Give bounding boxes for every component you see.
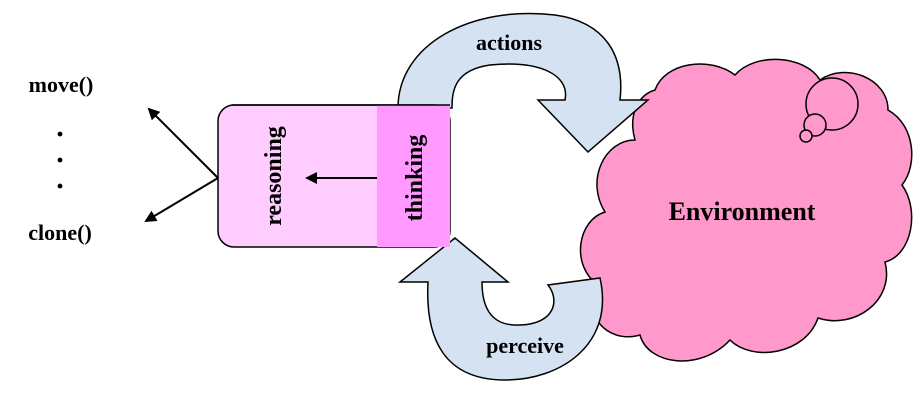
agent-box: reasoning thinking — [217, 104, 451, 248]
perceive-label: perceive — [486, 333, 564, 358]
thought-bubble-small — [799, 129, 813, 143]
thinking-label: thinking — [402, 135, 428, 222]
perceive-arrow: perceive — [397, 237, 604, 381]
move-label: move() — [29, 72, 94, 97]
thinking-panel — [377, 105, 450, 247]
reasoning-label: reasoning — [261, 126, 287, 226]
actions-arrow-shape — [397, 12, 651, 154]
to-move-arrow — [147, 107, 219, 179]
ellipsis-dot-3: · — [55, 170, 65, 203]
ellipsis-dot-1: · — [55, 118, 65, 151]
ellipsis-dot-2: · — [55, 144, 65, 177]
actions-arrow: actions — [397, 12, 651, 154]
to-clone-arrow — [144, 177, 219, 223]
environment-cloud-shape — [579, 58, 913, 362]
clone-label: clone() — [28, 220, 92, 245]
environment-label: Environment — [669, 197, 816, 226]
perceive-arrow-shape — [397, 237, 604, 381]
actions-label: actions — [476, 30, 542, 55]
environment-cloud: Environment — [579, 58, 913, 362]
